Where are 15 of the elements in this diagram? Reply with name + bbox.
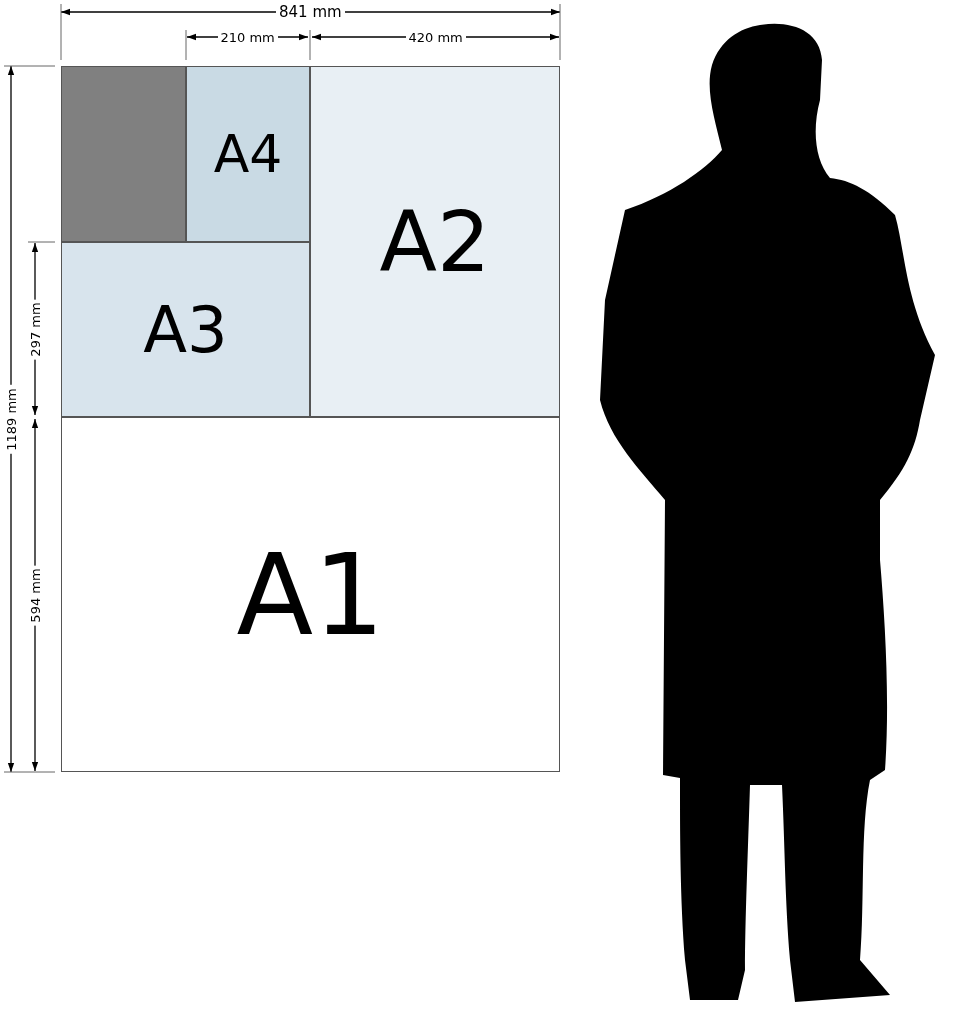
sheet-rectangle [61,242,310,417]
size-label: A1 [236,538,385,651]
sheet-rectangle [310,66,560,417]
dimension-label: 841 mm [276,4,345,20]
dimension-label: 594 mm [28,564,42,626]
size-label: A2 [379,199,491,284]
sheet-rectangle [61,66,186,242]
sheet-rectangle [186,66,310,242]
dimension-label: 1189 mm [4,384,18,454]
size-label: A4 [213,128,283,180]
dimension-label: 420 mm [405,30,466,44]
sheet-rectangle [61,417,560,772]
size-label: A3 [143,297,228,362]
dimension-label: 297 mm [28,298,42,360]
dimension-label: 210 mm [217,30,278,44]
